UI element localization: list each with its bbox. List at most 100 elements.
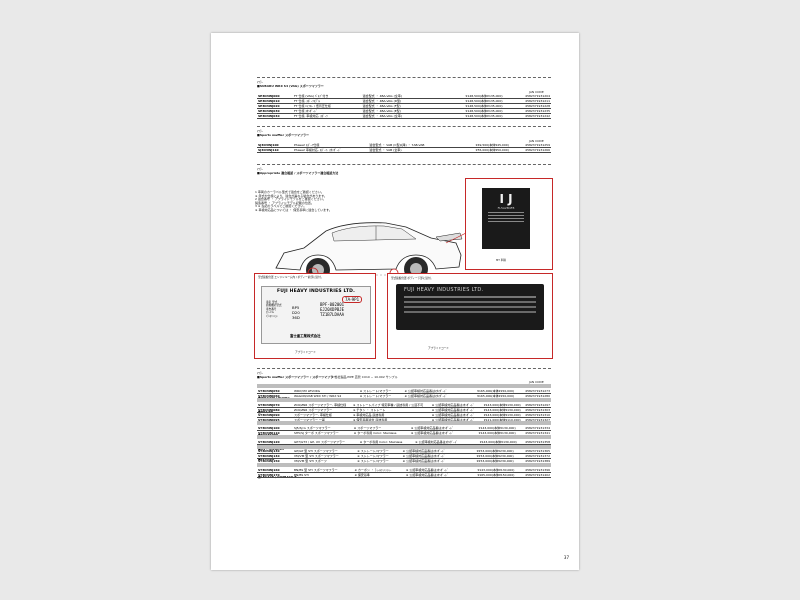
group-header: ■BRZ/86 [257,398,551,414]
part-description: FT 仕様, 車検対応, ｽﾎﾟｰﾂ [293,113,362,119]
part-number: SJ3D3WJ110 [257,147,293,153]
fitment: 適合型式 ・ 4BA-VAG (E型) [361,108,435,114]
fitment: 適合型式 ・ 4BA-VAG (全車) [361,113,435,119]
dashed-divider [257,368,551,369]
jan-code: 4582371931266 [509,147,551,153]
jan-code: 4582371931402 [515,472,551,478]
material-note: ※ カーボン ・ ﾃｨｰﾙﾌｨﾆｯｼｬｰ [353,467,405,473]
part-number: ST3D3WJ170 [257,472,293,478]
part-description: FT 仕様, ｽﾎﾟｰﾂﾓﾃﾞﾙ [293,98,362,104]
jan-code: 4582371931280 [515,393,551,399]
part-number: ST3D3WJ060 [257,393,293,399]
plate-fields: 車名 型式 原動機の型式 車台番号 ｶﾗｰﾄﾘﾑ ﾄﾗﾝｽﾐｯｼｮﾝ [266,301,282,318]
part-description: ZC6/ZN6 スポーツマフラー, 車検仕様 [293,402,352,408]
part-description: GP7/GT3 / GP, XV スポーツマフラー [293,439,359,445]
certification-note: ※ 公認車検対応品番はｽﾀﾝﾀﾞｰﾄﾞ [409,430,467,436]
group-header: ■LEGACY / OUTBACK B [257,463,551,479]
plate-left-codes: BP5 D20 36D [292,305,300,320]
jan-code: 4582371931334 [516,425,551,431]
certification-note: ※ 公認車検対応品番はｽﾀﾝﾀﾞｰﾄﾞ [409,425,467,431]
price: ¥49,500(本体¥45,000) [455,143,510,148]
price: ¥253,000(本体¥230,000) [461,453,515,459]
section-title: ■SUBARU WRX S4 (VAG) スポーツマフラー [257,84,324,88]
group-header: ■WRX/STI LEVORG [257,384,551,400]
section-label: ﾏﾌﾗｰ [257,371,264,375]
plate-caption: 型式銘板位置 エンジンルーム内 / ボディー前部に貼付。 [258,276,324,279]
plate-maker: FUJI HEAVY INDUSTRIES LTD. [404,287,484,293]
part-number: ST3D3WJ100 [257,425,293,431]
part-number: SE3D3WJ020 [257,103,293,109]
jan-code: 4582371931372 [514,453,551,459]
part-number: SE3D3WJ040 [257,113,293,119]
group-header: ■FORESTER [257,421,551,437]
part-description: WRX/VM LEVORG [293,388,359,394]
part-description: スポーツマフラー, 車検仕様 [293,412,352,418]
plate-code: I J [499,192,513,206]
certification-note: ※ 公認車検対応品番はｽﾀﾝﾀﾞｰﾄﾞ [401,453,462,459]
certification-note: ※ 公認車検対応品番はｽﾀﾝﾀﾞｰﾄﾞ [404,472,464,478]
part-description: SH5/SJ ターボ スポーツマフラー [293,430,353,436]
jan-code: 4582371931273 [515,388,551,394]
material-note: ※ チタン ・ ストレート [351,407,431,413]
dashed-divider [257,164,551,165]
price: ¥148,500(本体¥135,000) [434,98,504,104]
part-number: ST3D3WJ050 [257,388,293,394]
jan-code: 4582371931341 [516,430,551,436]
material-note: ※ 保安基準 [353,472,405,478]
material-note: ※ ストレート/マフラー [356,449,402,454]
part-description: FT 仕様 ﾊｲﾌﾛｰ / 低背圧仕様 [293,103,362,109]
part-description: ZC6/ZN6 スポーツマフラー [293,407,352,413]
material-note: ※ 車検対応品 競技専用 [351,412,431,418]
part-description: SJ5/SJ G スポーツマフラー [293,425,353,431]
part-description: FT 仕様 ｽﾀﾝﾀﾞｰﾄﾞ [293,108,362,114]
certification-note: ※ 公認車検対応品番はｽﾀﾝﾀﾞｰﾄﾞ [430,407,480,413]
part-number: ST3D3WJ110 [257,430,293,436]
part-description: BN/BS STI [293,472,354,478]
part-description: GP/GP 型 STI スポーツマフラー [293,449,357,454]
price: ¥143,000(本体¥130,000) [466,425,517,431]
part-description: Phase2 ｽﾎﾟｰﾂ仕様 [293,143,369,148]
jan-code: 4582371931259 [509,143,551,148]
material-note: ※ ストレート/マフラー [358,393,404,399]
price: ¥143,000(本体¥130,000) [479,412,522,418]
jan-header: JAN CODE [529,90,544,94]
price: ¥143,000(本体¥130,000) [479,407,522,413]
label-callout-rear: I J FL5A2B4F8 MT 車種 [465,178,553,270]
fitment: 適合型式 ・ 4BA-VAG (全車) [361,94,435,99]
certification-note: ※ 公認車検対応品番はｽﾀﾝﾀﾞｰﾄﾞ [414,439,470,445]
part-description: WAGON/VAB WRX STI / WRX S4 [293,393,359,399]
price: ¥165,000(本体¥150,000) [462,393,516,399]
section-title: ■Appropriate 適合確認 / スポーツマフラー適合確認方法 [257,171,339,175]
certification-note: ※ 公認車検対応品番はｽﾀﾝﾀﾞｰﾄﾞ [430,402,480,408]
fitment: 適合型式 ・ VAB (C型以降) ・ 7AB-VAB [368,143,456,148]
price: ¥143,000(本体¥130,000) [479,402,522,408]
part-number: SE3D3WJ030 [257,108,293,114]
section-label: ﾏﾌﾗｰ [257,167,264,171]
jan-code: 4582371931211 [503,98,551,104]
section-subtitle: ※ 当社製品 PIPE 直管 CU10 ~ 10.002 サンプル [331,375,398,379]
part-number: SE3D3WJ010 [257,98,293,104]
plate-arrow-label: アプライドコード [428,347,449,350]
part-description: Phase2 車検対応, ｽﾎﾟｰﾂ, ｽﾀﾝﾀﾞｰﾄﾞ [293,147,369,153]
jan-code: 4582371931297 [521,402,551,408]
section-title: ■Sports muffler スポーツマフラー [257,133,310,137]
id-plate-dark-wide: FUJI HEAVY INDUSTRIES LTD. [396,284,544,330]
certification-note: ※ 公認車検対応品番はｽﾀﾝﾀﾞｰﾄﾞ [404,467,464,473]
material-note: ※ ストレート/マフラー [356,453,402,459]
part-number: SJ3D3WJ100 [257,143,293,148]
material-note: ※ ターボ専用 Color: Stainless [358,439,415,445]
jan-code: 4582371931228 [503,103,551,109]
part-number: ST3D3WJ130 [257,449,293,454]
